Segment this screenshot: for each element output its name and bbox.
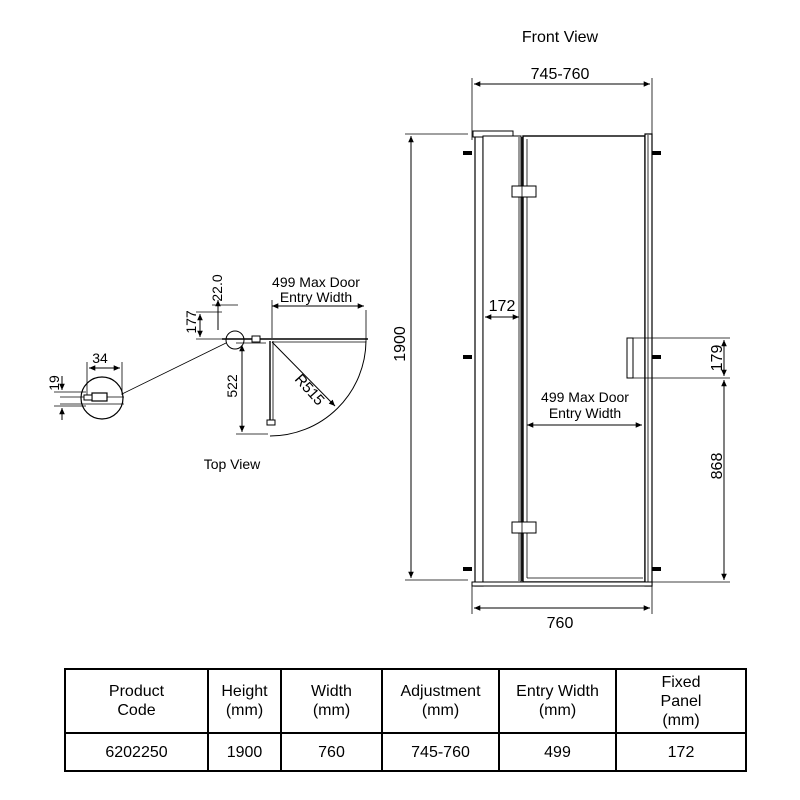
dim-522-label: 522 — [224, 374, 240, 398]
header-fixed-panel: Fixed Panel (mm) — [615, 668, 747, 734]
dim-177-label: 177 — [183, 310, 199, 334]
top-view: R515 499 Max Door Entry Width 22.0 177 5… — [46, 274, 368, 472]
fixed-panel-width-label: 172 — [489, 298, 516, 315]
front-view: Front View 745-760 1900 — [392, 29, 730, 632]
handle-floor-label: 868 — [709, 453, 726, 480]
cell-height: 1900 — [207, 732, 282, 772]
handle-height-label: 179 — [709, 345, 726, 372]
height-label: 1900 — [392, 326, 409, 362]
top-door-entry-line2: Entry Width — [280, 289, 352, 305]
dim-19-label: 19 — [46, 375, 62, 391]
specification-table: Product Code Height (mm) Width (mm) Adju… — [64, 668, 747, 772]
door-entry-label-line2: Entry Width — [549, 405, 621, 421]
cell-fixed-panel: 172 — [615, 732, 747, 772]
header-width: Width (mm) — [280, 668, 383, 734]
cell-product-code: 6202250 — [64, 732, 209, 772]
door-swing-arc — [269, 340, 367, 437]
cell-width: 760 — [280, 732, 383, 772]
dim-34-label: 34 — [92, 350, 108, 366]
header-adjustment: Adjustment (mm) — [381, 668, 500, 734]
detail-magnified-circle — [80, 376, 124, 420]
technical-drawing: Front View 745-760 1900 — [46, 29, 730, 632]
radius-line — [271, 341, 336, 407]
cell-adjustment: 745-760 — [381, 732, 500, 772]
wall-fixings — [463, 151, 661, 571]
radius-label: R515 — [291, 371, 328, 409]
header-height: Height (mm) — [207, 668, 282, 734]
header-product-code: Product Code — [64, 668, 209, 734]
header-entry-width: Entry Width (mm) — [498, 668, 617, 734]
table-row: 6202250 1900 760 745-760 499 172 — [64, 732, 747, 772]
top-view-title: Top View — [204, 456, 261, 472]
door-handle — [626, 337, 634, 379]
front-view-title: Front View — [522, 29, 599, 46]
base-width-label: 760 — [547, 615, 574, 632]
base-tray — [471, 581, 653, 587]
width-range-label: 745-760 — [531, 66, 590, 83]
detail-marker-circle — [225, 330, 245, 350]
top-door-entry-line1: 499 Max Door — [272, 274, 360, 290]
hinge-top — [511, 185, 537, 198]
top-bracket-block — [251, 335, 261, 343]
dim-22-label: 22.0 — [209, 274, 225, 301]
door-entry-label-line1: 499 Max Door — [541, 389, 629, 405]
fixed-panel — [482, 135, 522, 583]
table-header-row: Product Code Height (mm) Width (mm) Adju… — [64, 668, 747, 734]
wall-profile — [474, 133, 484, 587]
hinge-bottom — [511, 521, 537, 534]
right-wall-profile — [644, 133, 653, 587]
cell-entry-width: 499 — [498, 732, 617, 772]
